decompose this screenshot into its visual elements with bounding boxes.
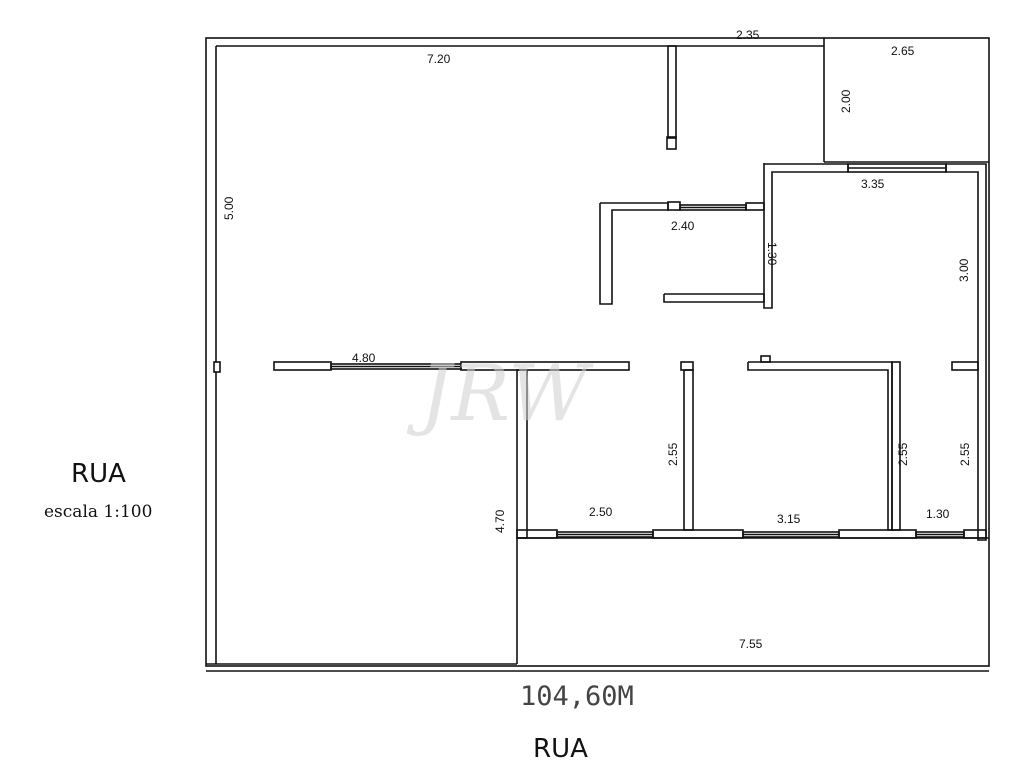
dimension-label: 2.50 [589,505,613,519]
dimension-label: 3.35 [861,177,885,191]
wall-mid-left-stub [273,361,332,371]
walls [205,37,990,667]
area-label: 104,60M [520,681,634,712]
wall-room-upper-right-left [763,163,849,309]
scale-label: escala 1:100 [44,502,152,522]
dimension-label: 1.30 [926,507,950,521]
dimension-label: 7.55 [739,637,763,651]
wall-room-upper-right-right [945,163,987,541]
wall-mid-right [460,361,630,371]
dimension-label: 3.15 [777,512,801,526]
dimension-label: 4.80 [352,351,376,365]
partition-top-middle-end [666,136,677,150]
wall-room-c-top [951,361,979,371]
watermark: JRW [406,349,594,439]
dimension-label: 4.70 [493,509,507,533]
wall-small-room-bottom [663,293,765,303]
dimension-label: 1.30 [765,242,779,266]
dimension-label: 2.40 [671,219,695,233]
wall-room-a-right [683,369,694,531]
dimension-label: 2.55 [896,442,910,466]
wall-small-room-left [599,202,669,305]
dimension-label: 2.65 [891,44,915,58]
dimension-label: 7.20 [427,52,451,66]
street-label-bottom: RUA [533,734,588,764]
lot-boundary [205,37,990,667]
dimension-label: 2.55 [958,442,972,466]
dimension-label: 5.00 [222,196,236,220]
dimension-label: 3.00 [957,258,971,282]
dimension-label: 2.55 [666,442,680,466]
dimension-label: 2.35 [736,28,760,42]
partition-top-middle [667,45,677,139]
wall-room-b-top [747,361,893,531]
dimension-label: 2.00 [839,89,853,113]
dimension-labels: 7.20 2.35 2.65 2.00 5.00 3.35 2.40 1.30 … [222,28,972,651]
street-label-left: RUA [71,459,126,489]
